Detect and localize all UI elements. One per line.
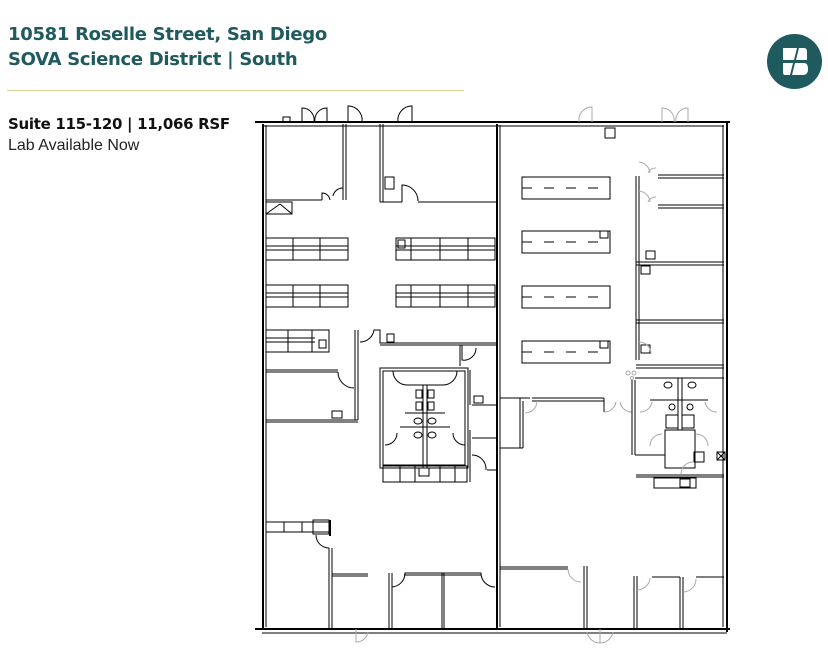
header: 10581 Roselle Street, San Diego SOVA Sci… bbox=[8, 22, 327, 72]
suite-info: Suite 115-120 | 11,066 RSF Lab Available… bbox=[8, 114, 230, 157]
brand-logo-icon bbox=[767, 34, 822, 89]
header-divider bbox=[7, 90, 464, 91]
restroom-core bbox=[379, 367, 469, 483]
district-title: SOVA Science District | South bbox=[8, 49, 298, 70]
lab-benches-right bbox=[521, 127, 616, 364]
lab-benches-left bbox=[265, 237, 496, 353]
suite-availability: Lab Available Now bbox=[8, 137, 140, 154]
exterior-walls bbox=[255, 121, 730, 632]
floor-plan bbox=[252, 100, 732, 652]
suite-title: Suite 115-120 | 11,066 RSF bbox=[8, 115, 230, 133]
address-title: 10581 Roselle Street, San Diego bbox=[8, 24, 327, 45]
